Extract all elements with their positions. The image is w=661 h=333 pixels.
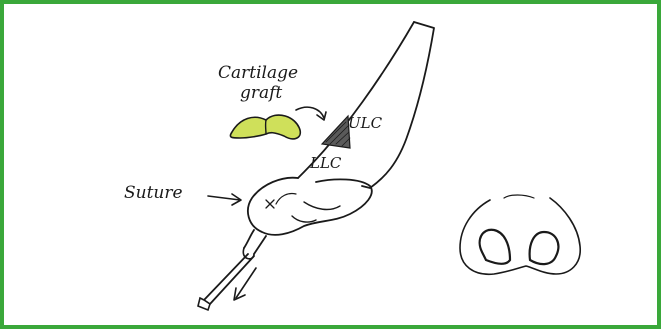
pull-arrow [234,268,256,300]
graft-label: graft [240,83,282,103]
ulc-label: ULC [348,114,383,132]
suture-label: Suture [124,183,183,203]
suture-tube [198,230,266,310]
suture-arrow [208,194,241,205]
hand-grip [248,178,372,235]
nose-base-view [460,195,580,274]
cartilage-label: Cartilage [218,63,298,83]
llc-label: LLC [309,154,342,172]
cartilage-graft [230,115,300,139]
nasal-surgery-sketch: Cartilage graft ULC LLC Suture [4,4,661,333]
graft-arrow [296,107,326,120]
